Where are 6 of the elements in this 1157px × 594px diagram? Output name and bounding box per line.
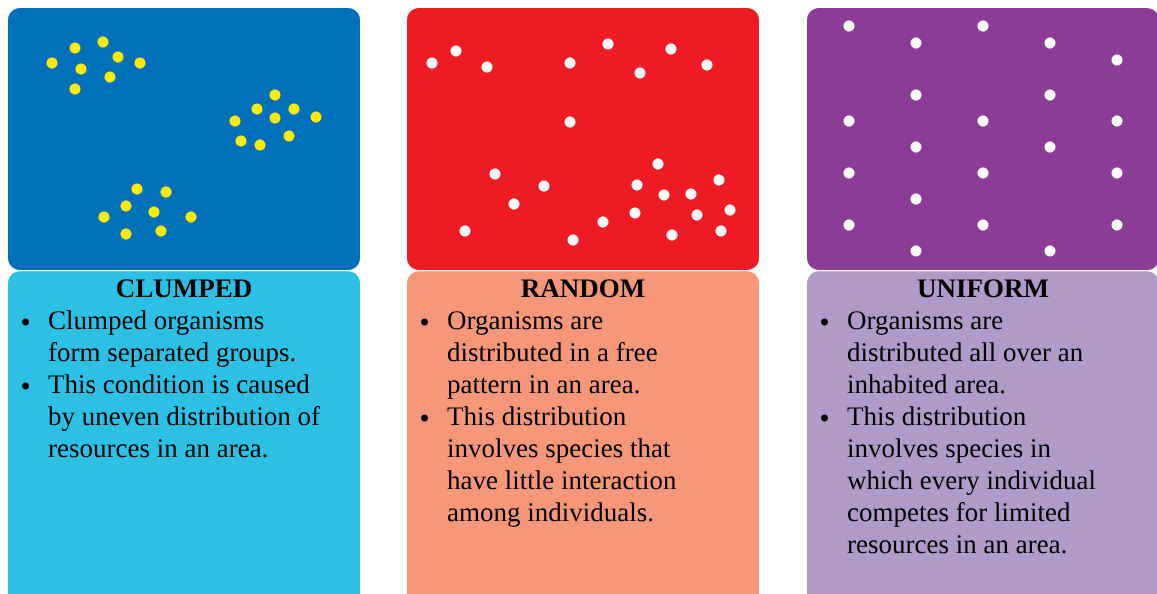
dot-panel bbox=[807, 8, 1157, 270]
dot-panel bbox=[407, 8, 759, 270]
dot-panel bbox=[8, 8, 360, 270]
info-card: UNIFORM Organisms are distributed all over an inhabited area. This distribution involves species in which every individual competes for limited resources in an area. bbox=[807, 271, 1157, 594]
info-card: RANDOM Organisms are distributed in a free pattern in an area. This distribution involves species that have little interaction among individuals. bbox=[407, 271, 759, 594]
info-card: CLUMPED Clumped organisms form separated groups. This condition is caused by uneven distribution of resources in an area. bbox=[8, 271, 360, 594]
